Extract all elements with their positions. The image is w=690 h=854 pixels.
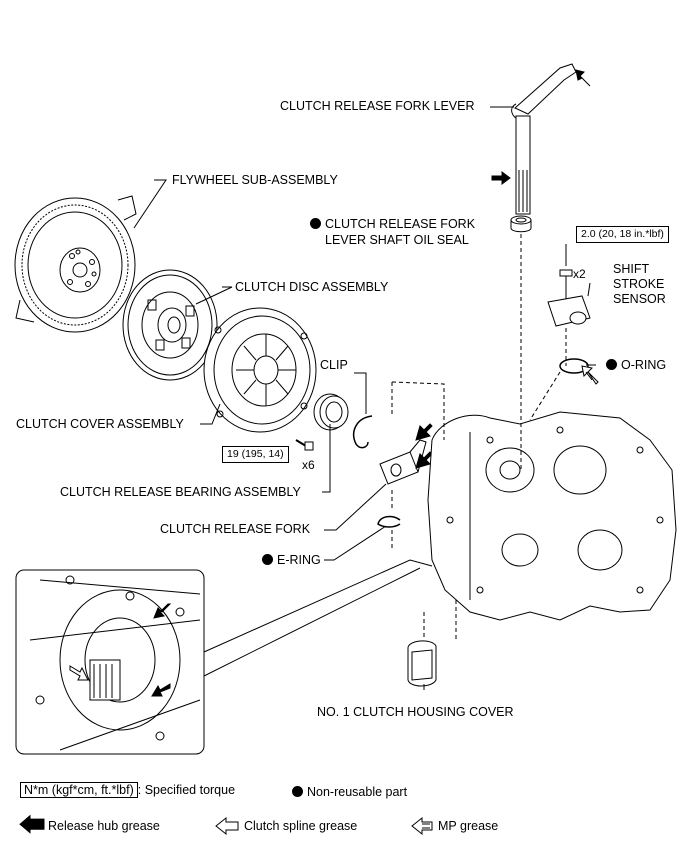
transaxle-housing-part [427,411,677,621]
legend-torque: N*m (kgf*cm, ft.*lbf): Specified torque [20,782,235,798]
non-reusable-dot-icon [292,786,303,797]
label-o-ring: O-RING [606,358,666,373]
clutch-cover-part [203,307,317,433]
label-oil-seal-line2: LEVER SHAFT OIL SEAL [325,233,469,247]
label-flywheel: FLYWHEEL SUB-ASSEMBLY [172,173,338,187]
legend-torque-box: N*m (kgf*cm, ft.*lbf) [20,782,138,798]
legend-clutch-spline-grease: Clutch spline grease [244,819,358,833]
label-shift-sensor-2: STROKE [613,277,665,291]
label-bearing: CLUTCH RELEASE BEARING ASSEMBLY [60,485,301,499]
label-e-ring: E-RING [262,553,321,568]
fork-lever-part [491,63,591,215]
qty-cover-bolts: x6 [302,458,315,472]
legend-torque-text: : Specified torque [137,783,236,797]
label-clutch-cover: CLUTCH COVER ASSEMBLY [16,417,184,431]
torque-sensor-bolt: 2.0 (20, 18 in.*lbf) [576,226,669,243]
qty-sensor-bolts: x2 [573,267,586,281]
label-clip: CLIP [320,358,348,372]
oil-seal-part [510,215,532,233]
legend-mp-grease: MP grease [438,819,499,833]
clip-part [352,415,373,449]
label-housing-cover: NO. 1 CLUTCH HOUSING COVER [317,705,514,719]
clutch-disc-part [122,269,218,381]
detail-inset [15,569,205,755]
non-reusable-dot-icon [262,554,273,565]
housing-cover-part [407,640,437,687]
release-bearing-part [313,393,349,431]
label-shift-sensor-3: SENSOR [613,292,666,306]
legend-release-hub-grease: Release hub grease [48,819,160,833]
label-oil-seal: CLUTCH RELEASE FORK [310,217,475,232]
label-fork-lever: CLUTCH RELEASE FORK LEVER [280,99,475,113]
release-fork-part [379,423,433,485]
torque-cover-bolt: 19 (195, 14) [222,446,289,463]
legend-non-reusable: Non-reusable part [292,784,407,800]
shift-sensor-part [547,269,599,385]
non-reusable-dot-icon [606,359,617,370]
non-reusable-dot-icon [310,218,321,229]
cover-bolt-part [295,439,314,451]
flywheel-part [14,195,137,333]
label-release-fork: CLUTCH RELEASE FORK [160,522,311,536]
label-shift-sensor-1: SHIFT [613,262,650,276]
legend-icons [19,814,433,836]
label-clutch-disc: CLUTCH DISC ASSEMBLY [235,280,389,294]
e-ring-part [377,515,401,528]
